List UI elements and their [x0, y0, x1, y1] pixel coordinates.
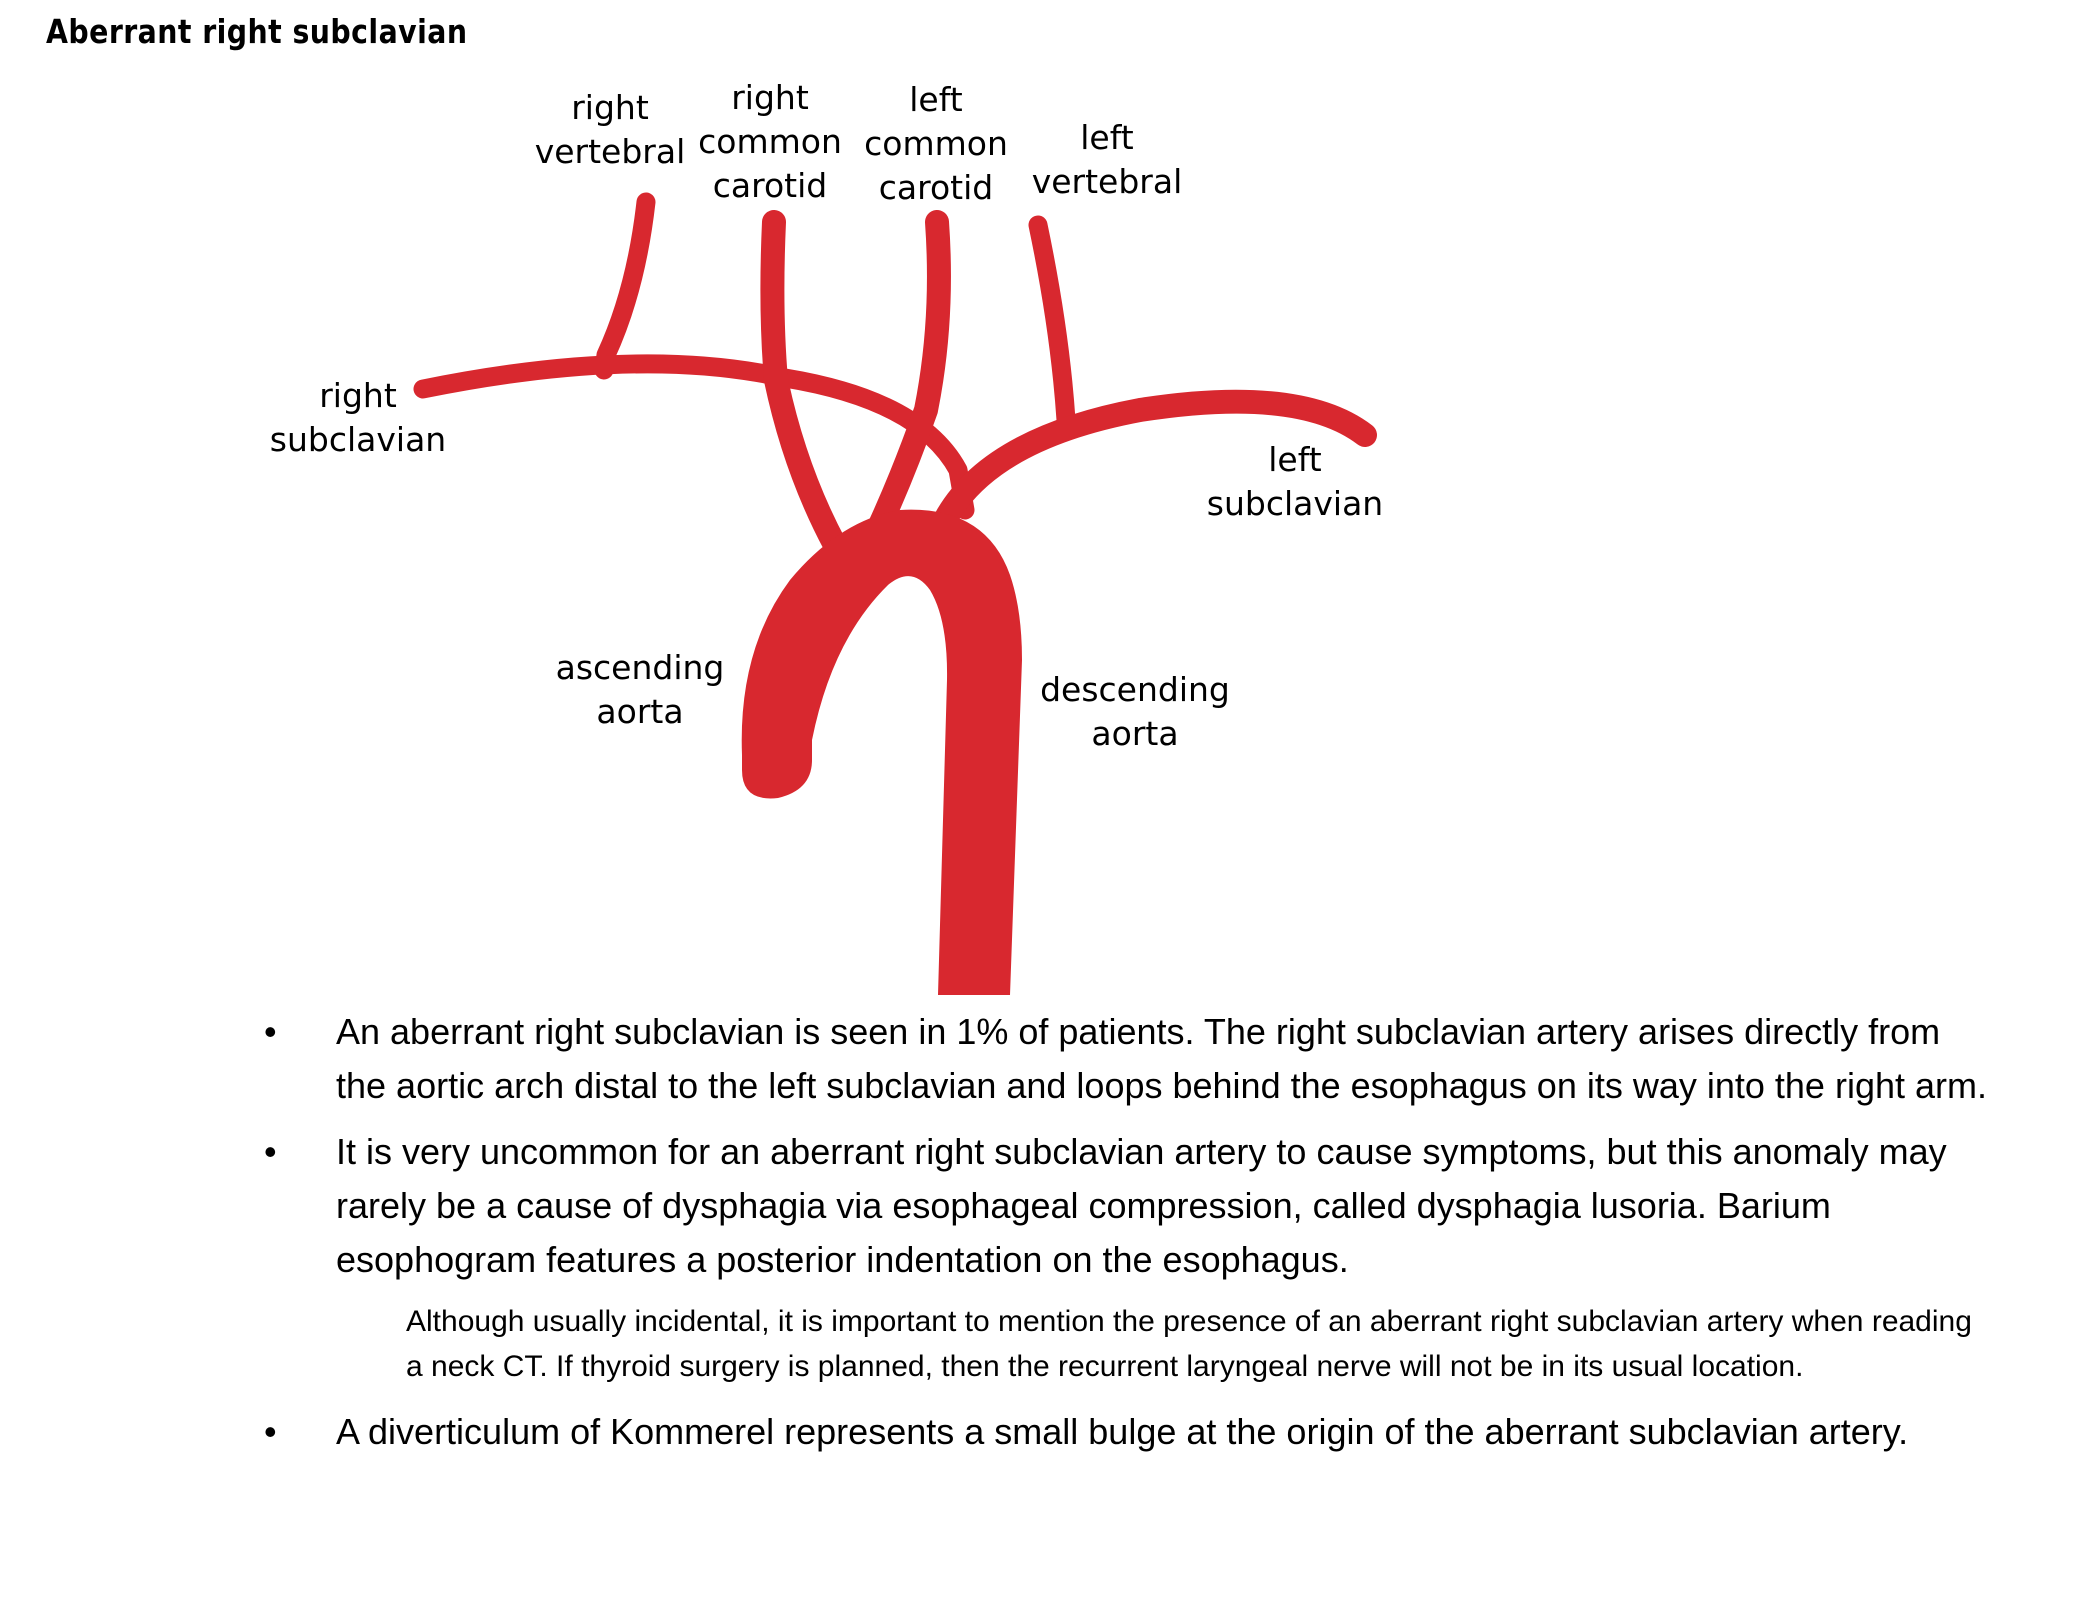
bullet-item: • An aberrant right subclavian is seen i…: [258, 1005, 1988, 1113]
bullet-text: An aberrant right subclavian is seen in …: [336, 1011, 1987, 1106]
bullet-marker: •: [264, 1411, 277, 1452]
left-vertebral-artery: [1028, 215, 1076, 430]
left-common-carotid-artery: [868, 210, 951, 537]
page-title: Aberrant right subclavian: [46, 12, 468, 51]
right-vertebral-artery: [594, 192, 656, 380]
sub-note: Although usually incidental, it is impor…: [406, 1305, 1972, 1383]
bullet-item: • It is very uncommon for an aberrant ri…: [258, 1125, 1988, 1287]
bullet-marker: •: [264, 1011, 277, 1052]
left-subclavian-artery: [928, 389, 1377, 542]
bullet-list: • An aberrant right subclavian is seen i…: [258, 1005, 1988, 1471]
bullet-text: A diverticulum of Kommerel represents a …: [336, 1411, 1909, 1452]
right-common-carotid-artery: [760, 210, 847, 557]
bullet-item: • A diverticulum of Kommerel represents …: [258, 1405, 1988, 1459]
bullet-text: It is very uncommon for an aberrant righ…: [336, 1131, 1947, 1280]
bullet-marker: •: [264, 1131, 277, 1172]
aortic-arch: [741, 509, 1022, 995]
aortic-arch-diagram: [413, 192, 1377, 995]
